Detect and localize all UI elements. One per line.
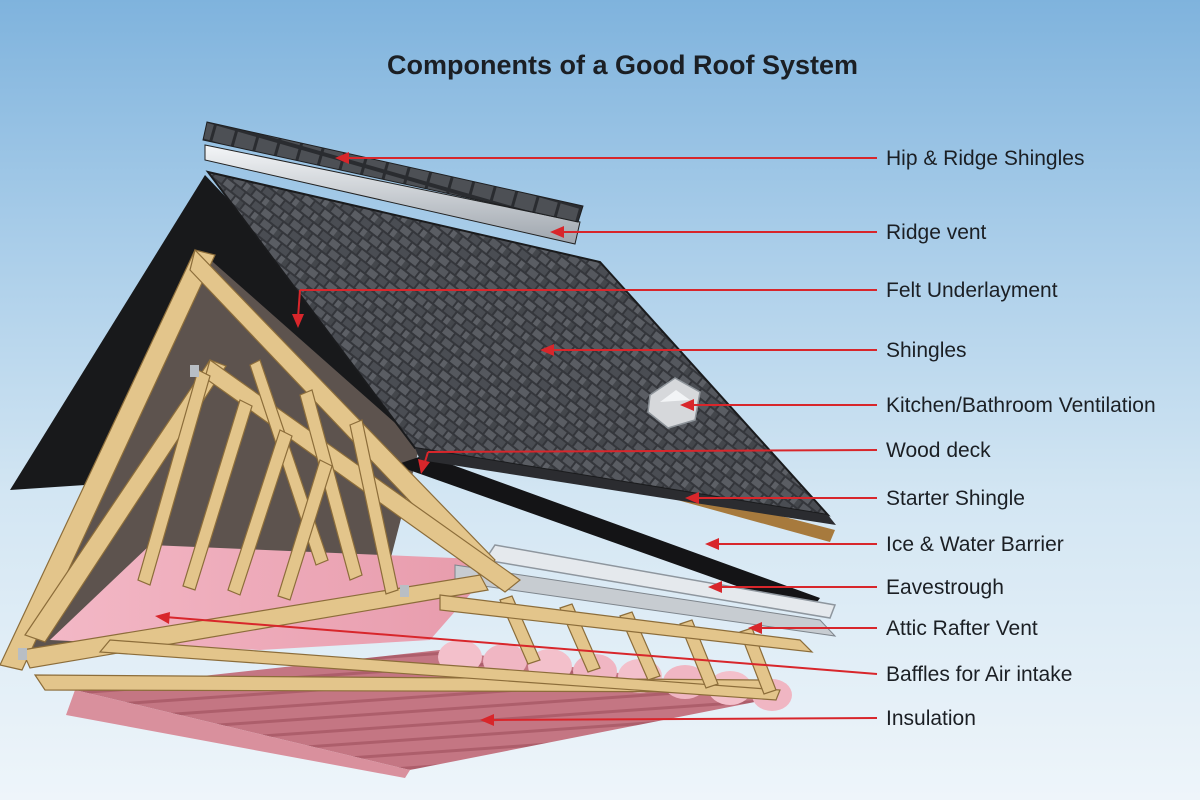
ice-water-barrier bbox=[395, 455, 820, 612]
bathroom-vent bbox=[647, 377, 701, 429]
label-felt-underlayment: Felt Underlayment bbox=[886, 279, 1058, 302]
arrow-felt-underlayment bbox=[292, 289, 877, 328]
arrow-ice-water-barrier bbox=[705, 538, 877, 550]
label-wood-deck: Wood deck bbox=[886, 439, 991, 462]
arrow-shingles bbox=[540, 344, 877, 356]
leader-arrows bbox=[155, 152, 878, 726]
arrow-starter-shingle bbox=[685, 492, 877, 504]
truss-connector-plates bbox=[18, 365, 409, 660]
starter-shingle bbox=[415, 448, 836, 525]
arrow-baffles-air-intake bbox=[155, 612, 878, 675]
label-attic-rafter-vent: Attic Rafter Vent bbox=[886, 617, 1038, 640]
label-hip-ridge-shingles: Hip & Ridge Shingles bbox=[886, 147, 1085, 170]
truss-framing bbox=[0, 248, 814, 701]
hip-ridge-shingles bbox=[202, 121, 584, 223]
label-starter-shingle: Starter Shingle bbox=[886, 487, 1025, 510]
ridge-vent bbox=[204, 144, 581, 245]
label-ice-water-barrier: Ice & Water Barrier bbox=[886, 533, 1064, 556]
arrow-eavestrough bbox=[708, 581, 877, 593]
arrow-wood-deck bbox=[418, 449, 878, 474]
label-ridge-vent: Ridge vent bbox=[886, 221, 987, 244]
arrow-hip-ridge-shingles bbox=[335, 152, 877, 164]
arrow-insulation bbox=[480, 714, 878, 726]
label-shingles: Shingles bbox=[886, 339, 967, 362]
label-baffles-air-intake: Baffles for Air intake bbox=[886, 663, 1073, 686]
attic-rafter-vent bbox=[454, 564, 837, 637]
arrow-ridge-vent bbox=[550, 226, 877, 238]
arrow-kitchen-bathroom-ventilation bbox=[680, 399, 877, 411]
diagram-title: Components of a Good Roof System bbox=[386, 50, 858, 80]
label-kitchen-bathroom-ventilation: Kitchen/Bathroom Ventilation bbox=[886, 394, 1156, 417]
arrow-attic-rafter-vent bbox=[748, 622, 877, 634]
label-insulation: Insulation bbox=[886, 707, 976, 730]
insulation-slab-edge bbox=[66, 690, 410, 778]
label-eavestrough: Eavestrough bbox=[886, 576, 1004, 599]
